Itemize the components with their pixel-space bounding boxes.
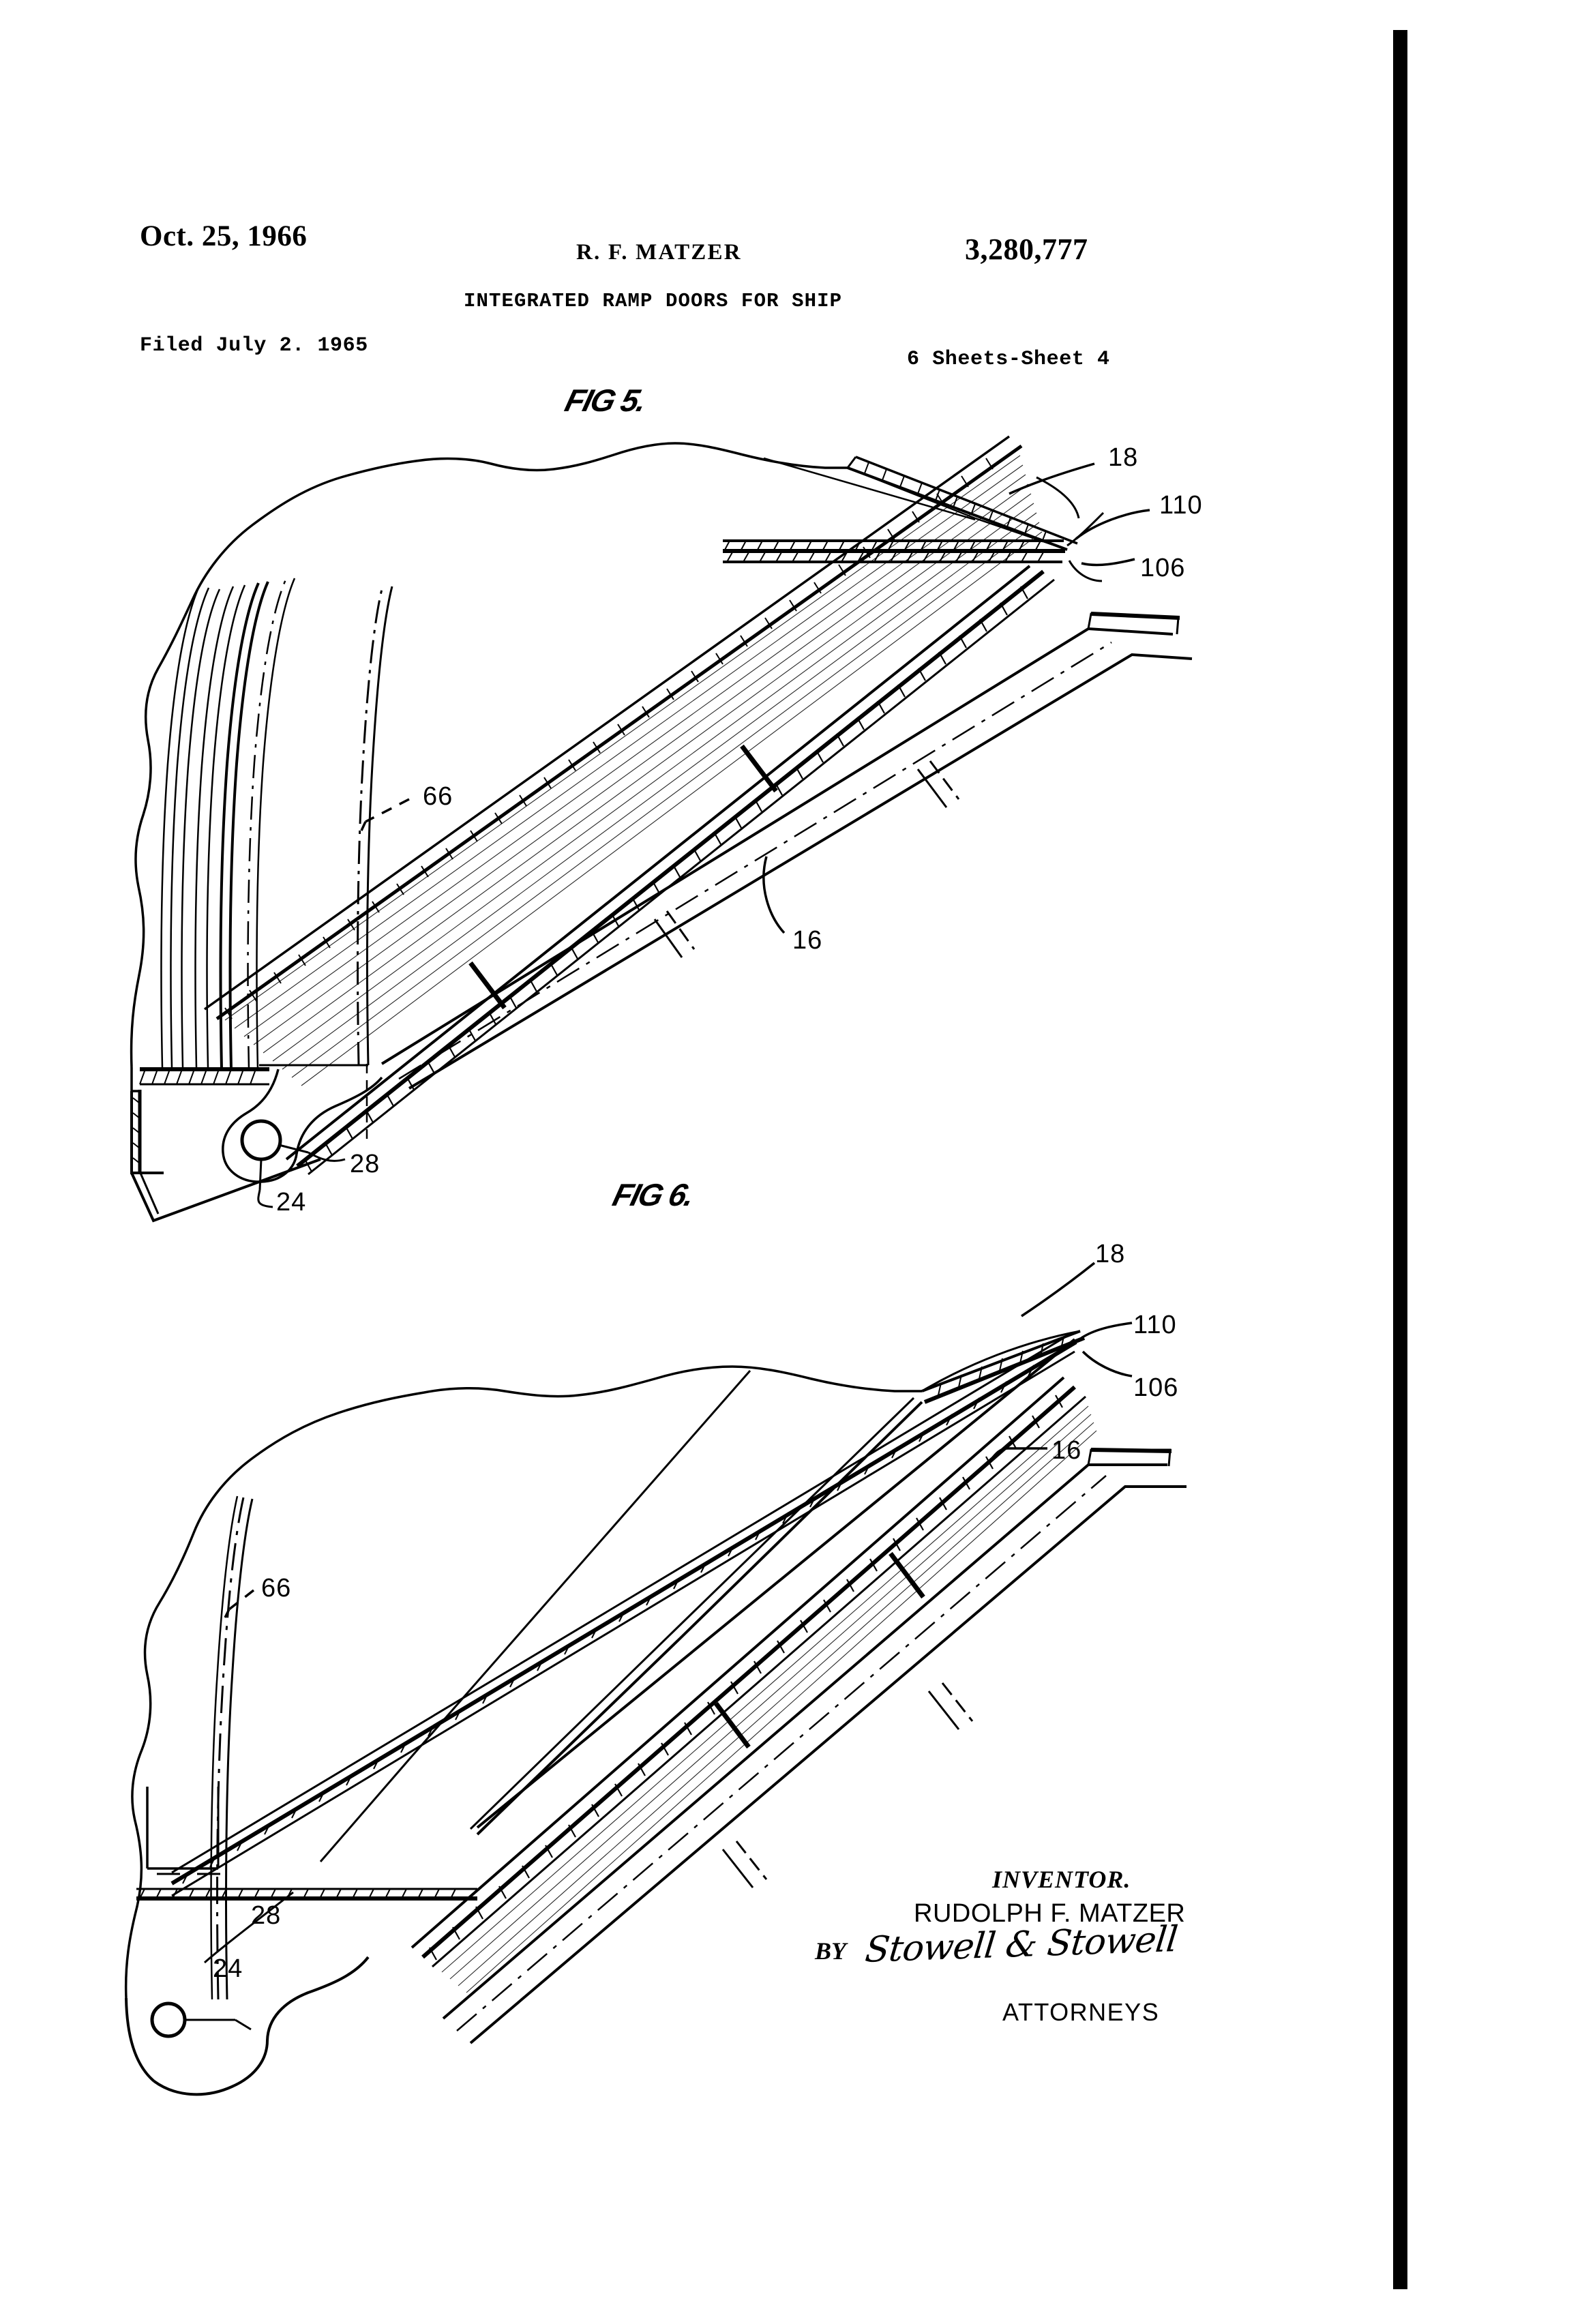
- by-label: BY: [815, 1937, 847, 1965]
- figure-6-caption: FIG 6.: [609, 1177, 698, 1212]
- ref-numeral-24-fig6: 24: [213, 1954, 243, 1983]
- patent-title: INTEGRATED RAMP DOORS FOR SHIP: [464, 290, 843, 312]
- ref-numeral-110-fig5: 110: [1159, 491, 1203, 520]
- filing-date: Filed July 2. 1965: [140, 334, 368, 357]
- ref-numeral-24-fig5: 24: [276, 1188, 307, 1217]
- ref-numeral-16-fig6: 16: [1051, 1436, 1082, 1465]
- figure-5-caption: FIG 5.: [561, 383, 650, 418]
- ref-numeral-18-fig5: 18: [1108, 443, 1139, 472]
- sheet-number: 6 Sheets-Sheet 4: [907, 348, 1110, 371]
- inventor-name: RUDOLPH F. MATZER: [914, 1899, 1186, 1928]
- ref-numeral-28-fig6: 28: [251, 1901, 282, 1930]
- ref-numeral-18-fig6: 18: [1095, 1240, 1126, 1268]
- inventor-label: INVENTOR.: [992, 1866, 1131, 1893]
- page-edge-bar: [1393, 30, 1407, 2289]
- ref-numeral-110-fig6: 110: [1133, 1311, 1177, 1339]
- publication-date: Oct. 25, 1966: [140, 220, 308, 252]
- ref-numeral-16-fig5: 16: [792, 926, 823, 955]
- ref-numeral-106-fig6: 106: [1133, 1373, 1179, 1402]
- ref-numeral-106-fig5: 106: [1140, 554, 1186, 582]
- ref-numeral-66-fig5: 66: [423, 782, 453, 811]
- ref-numeral-28-fig5: 28: [350, 1150, 380, 1178]
- attorneys-label: ATTORNEYS: [1002, 1998, 1160, 2026]
- ref-numeral-66-fig6: 66: [261, 1574, 292, 1603]
- patent-number: 3,280,777: [965, 233, 1088, 266]
- inventor-header: R. F. MATZER: [576, 240, 742, 265]
